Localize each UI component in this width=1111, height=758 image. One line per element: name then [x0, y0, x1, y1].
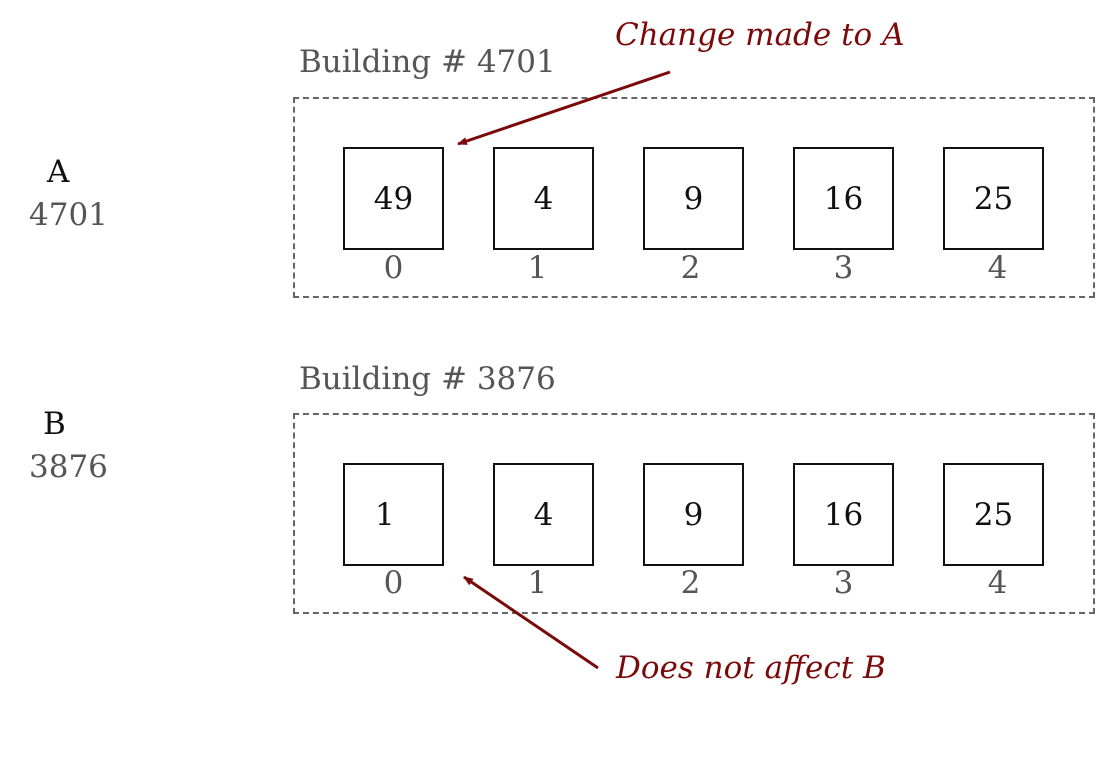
annotation-does-not-affect: Does not affect B [616, 650, 886, 686]
array-index: 0 [383, 565, 404, 601]
array-index: 0 [383, 250, 404, 286]
variable-a-address: 4701 [29, 197, 108, 233]
array-cell: 16 [793, 147, 894, 250]
variable-b-address: 3876 [29, 449, 108, 485]
array-cell: 49 [343, 147, 444, 250]
array-cell: 25 [943, 147, 1044, 250]
array-index: 4 [987, 250, 1008, 286]
array-index: 1 [527, 565, 548, 601]
building-box-4701 [293, 97, 1095, 298]
array-index: 3 [833, 565, 854, 601]
array-index: 4 [987, 565, 1008, 601]
array-cell: 9 [643, 147, 744, 250]
building-label-3876: Building # 3876 [299, 361, 556, 397]
array-cell: 9 [643, 463, 744, 566]
variable-b-name: B [43, 406, 66, 442]
building-box-3876 [293, 413, 1095, 614]
array-cell: 25 [943, 463, 1044, 566]
array-index: 3 [833, 250, 854, 286]
array-cell: 4 [493, 147, 594, 250]
array-cell: 16 [793, 463, 894, 566]
array-index: 2 [680, 250, 701, 286]
annotation-change-made: Change made to A [615, 17, 905, 53]
array-index: 2 [680, 565, 701, 601]
variable-a-name: A [47, 154, 70, 190]
array-index: 1 [527, 250, 548, 286]
building-label-4701: Building # 4701 [299, 44, 556, 80]
array-cell: 4 [493, 463, 594, 566]
array-cell: 1 [343, 463, 444, 566]
